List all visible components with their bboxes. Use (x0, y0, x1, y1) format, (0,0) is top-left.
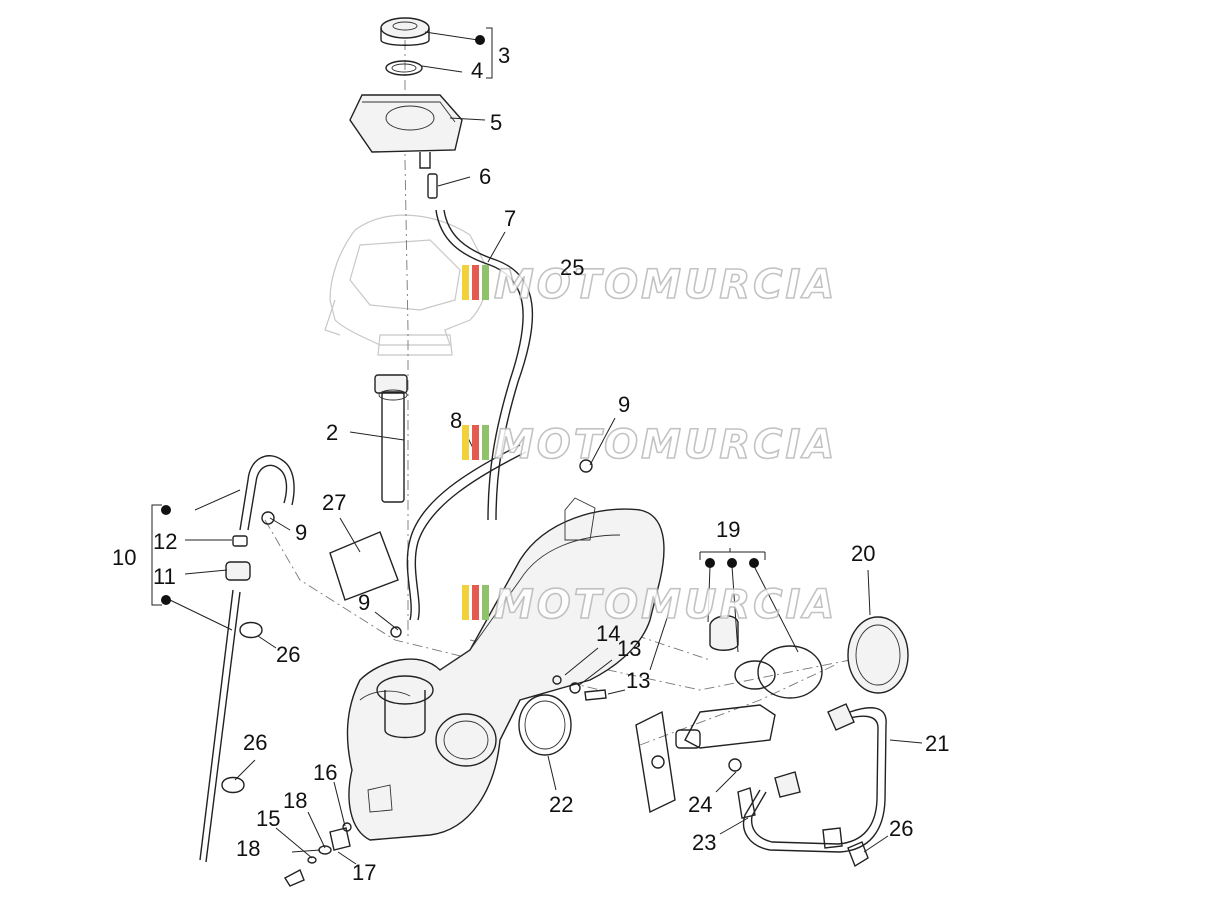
callout-24: 24 (688, 792, 712, 817)
wm-stripe-yellow (462, 265, 469, 300)
callout-8: 8 (450, 408, 462, 433)
frame-outline (324, 214, 489, 356)
callout-14: 14 (596, 621, 620, 646)
pipe-clip (728, 758, 756, 819)
callout-12: 12 (153, 529, 177, 554)
callout-10: 10 (112, 545, 136, 570)
wm-stripe-green (482, 425, 489, 460)
callout-9-upper: 9 (618, 392, 630, 417)
breather-hose (406, 444, 527, 621)
callout-6: 6 (479, 164, 491, 189)
callout-2: 2 (326, 420, 338, 445)
watermark-middle: MOTOMURCIA (462, 421, 837, 469)
wm-stripe-red (472, 425, 479, 460)
callout-7: 7 (504, 206, 516, 231)
callout-15: 15 (256, 806, 280, 831)
seal-ring (385, 60, 423, 76)
fuel-level-sensor (374, 374, 408, 503)
watermark-bottom: MOTOMURCIA (462, 581, 837, 629)
watermark-top: MOTOMURCIA (462, 261, 837, 309)
ring-nut (847, 616, 909, 694)
watermark-text: MOTOMURCIA (494, 262, 837, 308)
filler-cup (349, 94, 463, 169)
pump-gasket-ring (518, 694, 572, 756)
callout-26-right: 26 (889, 816, 913, 841)
callout-20: 20 (851, 541, 875, 566)
callout-labels: 3 4 5 6 7 25 2 8 9 9 9 10 12 11 27 26 26… (112, 43, 949, 885)
callout-19: 19 (716, 517, 740, 542)
wm-stripe-green (482, 585, 489, 620)
callout-16: 16 (313, 760, 337, 785)
callout-5: 5 (490, 110, 502, 135)
callout-9-center: 9 (358, 590, 370, 615)
callout-9-left: 9 (295, 520, 307, 545)
callout-4: 4 (471, 58, 483, 83)
fuel-line (743, 703, 887, 853)
callout-21: 21 (925, 731, 949, 756)
callout-13-left: 18 (283, 788, 307, 813)
callout-13-right: 13 (617, 636, 641, 661)
wm-stripe-red (472, 265, 479, 300)
callout-18-right: 13 (626, 668, 650, 693)
clamp-small (261, 459, 593, 638)
callout-27: 27 (322, 490, 346, 515)
callout-26-lower: 26 (243, 730, 267, 755)
wm-stripe-yellow (462, 425, 469, 460)
wm-stripe-red (472, 585, 479, 620)
callout-11: 11 (153, 564, 176, 589)
hose-fitting (427, 173, 438, 199)
callout-22: 22 (549, 792, 573, 817)
wm-stripe-green (482, 265, 489, 300)
filter-sheet (635, 710, 676, 814)
kit-bullets (161, 35, 759, 605)
callout-18-left: 18 (236, 836, 260, 861)
drain-hose (435, 209, 534, 521)
filler-cap (380, 17, 430, 46)
fuel-tank (346, 497, 665, 841)
vent-hose-assembly (199, 455, 295, 863)
watermark-text: MOTOMURCIA (494, 422, 837, 468)
wm-stripe-yellow (462, 585, 469, 620)
watermark-text: MOTOMURCIA (494, 582, 837, 628)
leader-lines (151, 27, 923, 865)
callout-3: 3 (498, 43, 510, 68)
bolt-washer-set (552, 675, 607, 701)
callout-23: 23 (692, 830, 716, 855)
hose-clamp (221, 621, 869, 868)
callout-26-left: 26 (276, 642, 300, 667)
callout-17: 17 (352, 860, 376, 885)
callout-25: 25 (560, 255, 584, 280)
fuel-pump-assembly (675, 615, 823, 749)
warning-label (329, 531, 399, 601)
